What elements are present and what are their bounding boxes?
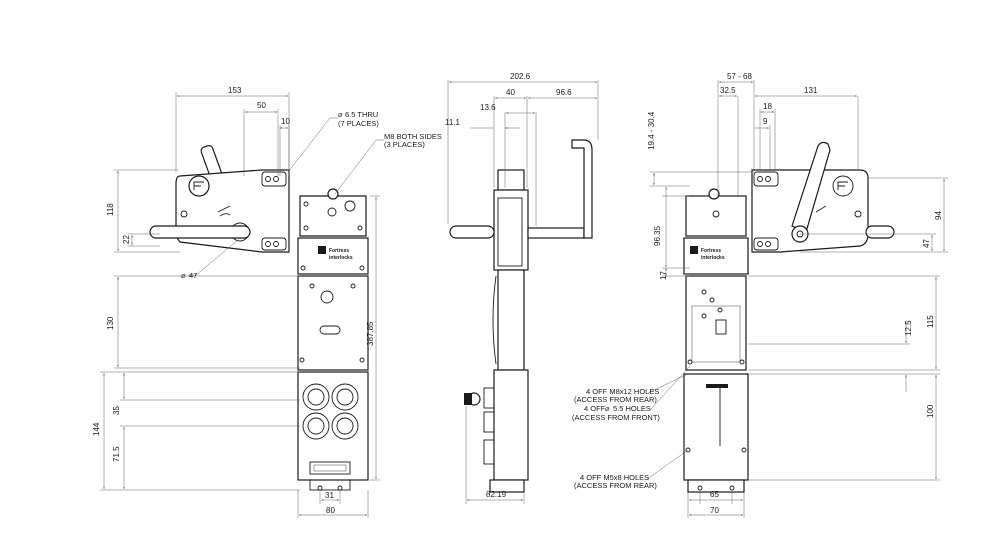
dim-rear-47: 47 — [922, 239, 931, 248]
dim-side-202: 202.6 — [510, 72, 531, 81]
dim-side-40: 40 — [506, 88, 515, 97]
side-head — [497, 169, 525, 191]
front-label-sub: interlocks — [329, 255, 353, 261]
note-thru-1: 6.5 THRU — [345, 110, 378, 119]
side-handle-bar — [449, 225, 495, 239]
dim-front-387: 387.85 — [366, 321, 375, 346]
dim-front-22: 22 — [122, 235, 131, 244]
dim-rear-9: 9 — [763, 117, 768, 126]
dim-rear-57: 57 - 68 — [727, 72, 752, 81]
note-d55-1: 4 OFF — [584, 404, 606, 413]
note-d55-3: (ACCESS FROM FRONT) — [572, 413, 660, 422]
side-body — [497, 269, 525, 371]
dim-front-31: 31 — [325, 491, 334, 500]
dim-rear-131: 131 — [804, 86, 818, 95]
dim-rear-18: 18 — [763, 102, 772, 111]
note-m8x12-1: 4 OFF M8x12 HOLES — [586, 387, 659, 396]
dim-side-96: 96.6 — [556, 88, 572, 97]
note-dia47-symbol: ⌀ — [181, 271, 186, 280]
note-dia-symbol: ⌀ — [338, 110, 343, 119]
front-module — [297, 371, 369, 481]
front-handle-bar — [149, 225, 251, 239]
note-thru-2: (7 PLACES) — [338, 119, 379, 128]
front-switch-body — [297, 275, 369, 371]
note-m8-2: (3 PLACES) — [384, 140, 425, 149]
dim-rear-115: 115 — [926, 315, 935, 328]
rear-handle-lever — [791, 141, 831, 233]
dim-front-118: 118 — [106, 203, 115, 216]
dim-rear-19: 19.4 - 30.4 — [647, 111, 656, 150]
rear-label-brand: Fortress — [701, 248, 721, 254]
dim-front-80: 80 — [326, 506, 335, 515]
front-view: Fortress interlocks 153 50 10 118 22 130 — [92, 86, 442, 518]
dim-front-50: 50 — [257, 101, 266, 110]
note-d55-symbol: ⌀ — [605, 404, 610, 413]
note-m8-1: M8 BOTH SIDES — [384, 132, 442, 141]
dim-front-144: 144 — [92, 422, 101, 436]
dim-rear-70: 70 — [710, 506, 719, 515]
note-m8x12-2: (ACCESS FROM REAR) — [574, 395, 657, 404]
front-label-brand: Fortress — [329, 248, 349, 254]
dim-rear-32: 32.5 — [720, 86, 736, 95]
dim-front-35: 35 — [112, 406, 121, 415]
note-m5-2: (ACCESS FROM REAR) — [574, 481, 657, 490]
dim-front-10: 10 — [281, 117, 290, 126]
dim-front-71: 71.5 — [112, 446, 121, 462]
rear-view: Fortress interlocks 57 - 68 32.5 131 18 … — [572, 72, 948, 518]
dim-side-11: 11.1 — [445, 118, 461, 127]
dim-rear-96: 96.35 — [653, 225, 662, 246]
dim-front-153: 153 — [228, 86, 242, 95]
rear-handle-bar — [865, 225, 895, 239]
rear-module — [683, 373, 749, 481]
note-m5-1: 4 OFF M5x8 HOLES — [580, 473, 649, 482]
dim-rear-17: 17 — [659, 271, 668, 280]
dim-side-82: 82.19 — [486, 490, 507, 499]
dim-rear-65: 65 — [710, 490, 719, 499]
side-view: 202.6 40 96.6 13.6 11.1 82.19 — [445, 72, 599, 504]
front-label-plate — [297, 237, 369, 275]
dim-front-130: 130 — [106, 316, 115, 330]
rear-label-plate — [683, 237, 749, 275]
side-handle-grip — [571, 139, 593, 239]
dim-rear-94: 94 — [934, 211, 943, 220]
note-d55-2: 5.5 HOLES — [613, 404, 651, 413]
dim-rear-100: 100 — [926, 404, 935, 418]
dim-side-13: 13.6 — [480, 103, 496, 112]
dim-rear-12: 12.5 — [904, 320, 913, 336]
rear-switch-top — [685, 195, 747, 237]
rear-label-sub: interlocks — [701, 255, 725, 261]
note-dia47: 47 — [189, 271, 197, 280]
side-module — [493, 369, 529, 481]
